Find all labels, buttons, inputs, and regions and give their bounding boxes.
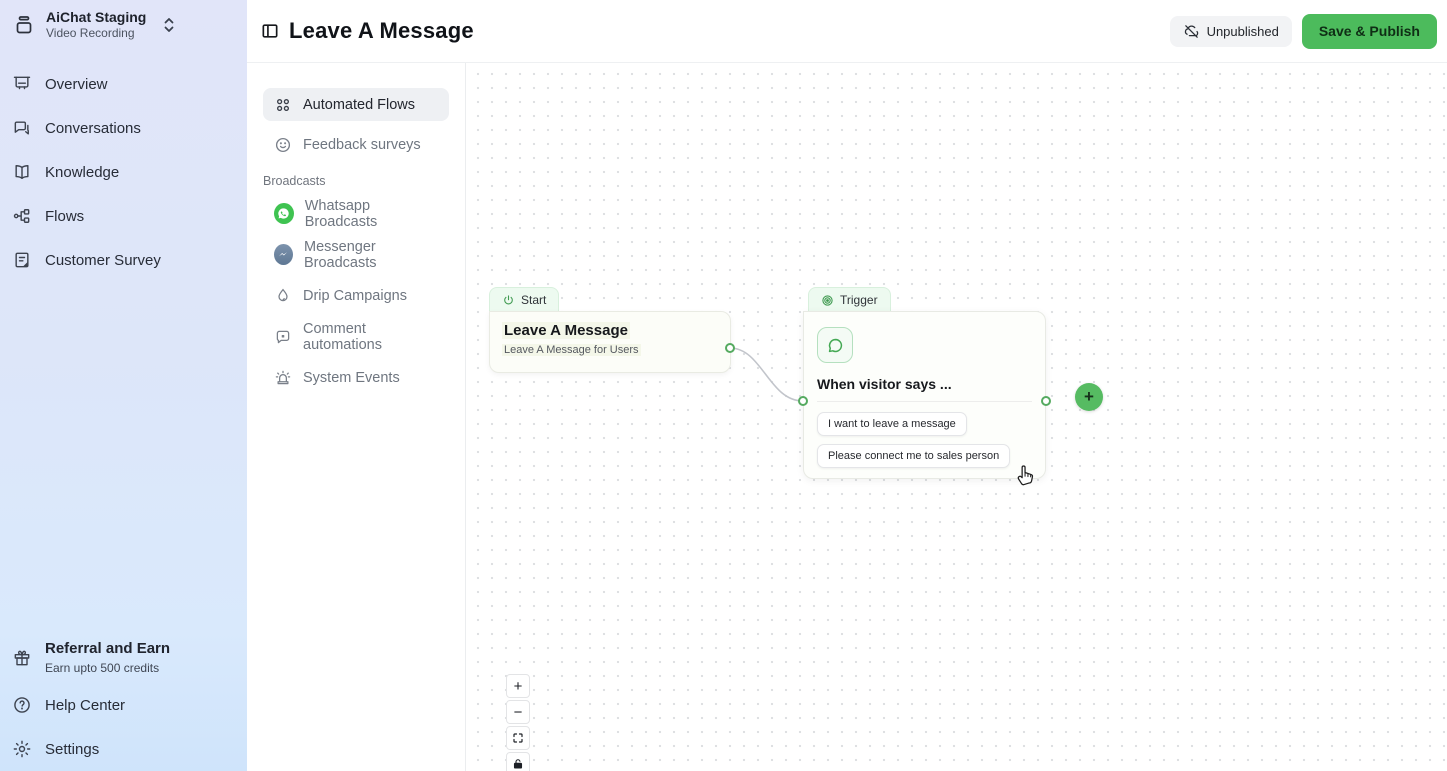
cloud-off-icon — [1183, 23, 1200, 40]
sidebar-item-label: Knowledge — [45, 163, 120, 181]
divider — [817, 401, 1032, 402]
flows-nav-item-messenger-broadcasts[interactable]: Messenger Broadcasts — [263, 238, 449, 271]
status-badge: Unpublished — [1169, 15, 1292, 47]
start-node[interactable]: Leave A Message Leave A Message for User… — [489, 311, 731, 373]
sidebar-item-settings[interactable]: Settings — [0, 729, 247, 769]
smiley-icon — [274, 136, 292, 154]
flows-nav-item-comment-automations[interactable]: Comment automations — [263, 320, 449, 353]
flows-nav-item-whatsapp-broadcasts[interactable]: Whatsapp Broadcasts — [263, 197, 449, 230]
sidebar-footer: Referral and Earn Earn upto 500 credits … — [0, 634, 247, 769]
comment-icon — [274, 328, 292, 346]
status-badge-label: Unpublished — [1206, 23, 1279, 39]
panel-left-icon[interactable] — [260, 21, 280, 41]
survey-icon — [12, 250, 32, 270]
zoom-out-button[interactable]: − — [506, 700, 530, 724]
trigger-node-tab-label: Trigger — [840, 293, 878, 307]
siren-icon — [274, 369, 292, 387]
sidebar-item-knowledge[interactable]: Knowledge — [0, 150, 247, 194]
add-node-button[interactable]: + — [1075, 383, 1103, 411]
sidebar-item-help-center[interactable]: Help Center — [0, 685, 247, 725]
start-node-tab[interactable]: Start — [489, 287, 560, 312]
sidebar-item-label: Conversations — [45, 119, 141, 137]
flows-nav-item-label: Comment automations — [303, 320, 382, 353]
sidebar-item-label: Flows — [45, 207, 85, 225]
flows-nav-item-label: Messenger Broadcasts — [303, 238, 377, 271]
workspace-logo-icon — [12, 13, 36, 37]
grid-dots-icon — [274, 96, 292, 114]
message-bubble-icon — [817, 327, 853, 363]
workspace-subtitle: Video Recording — [46, 26, 135, 40]
trigger-node-title: When visitor says ... — [817, 376, 952, 392]
trigger-node[interactable]: When visitor says ... I want to leave a … — [803, 311, 1046, 479]
keyword-chip[interactable]: Please connect me to sales person — [817, 444, 1011, 468]
sidebar-item-label: Help Center — [45, 696, 126, 714]
flow-icon — [12, 206, 32, 226]
sidebar-item-customer-survey[interactable]: Customer Survey — [0, 238, 247, 282]
help-circle-icon — [12, 695, 32, 715]
flows-nav-item-label: Drip Campaigns — [303, 287, 407, 304]
workspace-name: AiChat Staging — [46, 9, 147, 25]
flows-nav-item-system-events[interactable]: System Events — [263, 361, 449, 394]
fit-view-button[interactable] — [506, 726, 530, 750]
keyword-chip[interactable]: I want to leave a message — [817, 412, 967, 436]
sidebar-item-conversations[interactable]: Conversations — [0, 106, 247, 150]
referral-title: Referral and Earn — [45, 640, 171, 657]
page-header: Leave A Message Unpublished Save & Publi… — [247, 0, 1447, 63]
referral-subtitle: Earn upto 500 credits — [45, 661, 160, 675]
sidebar-item-overview[interactable]: Overview — [0, 62, 247, 106]
chevrons-up-down-icon[interactable] — [162, 17, 176, 33]
book-icon — [12, 162, 32, 182]
start-node-subtitle: Leave A Message for Users — [502, 344, 641, 356]
trigger-node-output-handle[interactable] — [1041, 396, 1051, 406]
target-icon — [821, 294, 834, 307]
flows-nav-item-label: Whatsapp Broadcasts — [304, 197, 378, 230]
flows-nav-item-label: System Events — [303, 369, 400, 386]
app-sidebar: AiChat Staging Video Recording Overview … — [0, 0, 247, 771]
power-icon — [502, 294, 515, 307]
start-node-output-handle[interactable] — [725, 343, 735, 353]
referral-item[interactable]: Referral and Earn Earn upto 500 credits — [0, 634, 247, 681]
flows-nav-item-drip-campaigns[interactable]: Drip Campaigns — [263, 279, 449, 312]
flows-nav-item-automated-flows[interactable]: Automated Flows — [263, 88, 449, 121]
sidebar-item-label: Overview — [45, 75, 108, 93]
page-title: Leave A Message — [289, 18, 474, 43]
lock-button[interactable] — [506, 752, 530, 771]
presentation-icon — [12, 74, 32, 94]
broadcasts-section-label: Broadcasts — [263, 174, 326, 188]
start-node-tab-label: Start — [521, 293, 547, 307]
droplet-icon — [274, 287, 292, 305]
sidebar-item-label: Settings — [45, 740, 100, 758]
chats-icon — [12, 118, 32, 138]
trigger-node-tab[interactable]: Trigger — [808, 287, 891, 312]
sidebar-nav: Overview Conversations Knowledge Flows C… — [0, 62, 247, 282]
flow-canvas[interactable]: Start Leave A Message Leave A Message fo… — [466, 64, 1447, 771]
flows-nav-item-label: Feedback surveys — [303, 136, 421, 153]
trigger-node-input-handle[interactable] — [798, 396, 808, 406]
zoom-in-button[interactable]: + — [506, 674, 530, 698]
flows-nav-item-feedback-surveys[interactable]: Feedback surveys — [263, 128, 449, 161]
gift-icon — [12, 648, 32, 668]
messenger-icon — [274, 244, 293, 265]
save-publish-button[interactable]: Save & Publish — [1301, 13, 1437, 49]
flows-nav-panel: Automated Flows Feedback surveys Broadca… — [247, 63, 466, 771]
canvas-controls: + − — [506, 674, 530, 771]
sidebar-item-flows[interactable]: Flows — [0, 194, 247, 238]
flows-nav-item-label: Automated Flows — [303, 96, 416, 113]
workspace-switcher[interactable]: AiChat Staging Video Recording — [12, 9, 176, 40]
sidebar-item-label: Customer Survey — [45, 251, 161, 269]
gear-icon — [12, 739, 32, 759]
whatsapp-icon — [274, 203, 294, 224]
start-node-title: Leave A Message — [502, 322, 630, 339]
